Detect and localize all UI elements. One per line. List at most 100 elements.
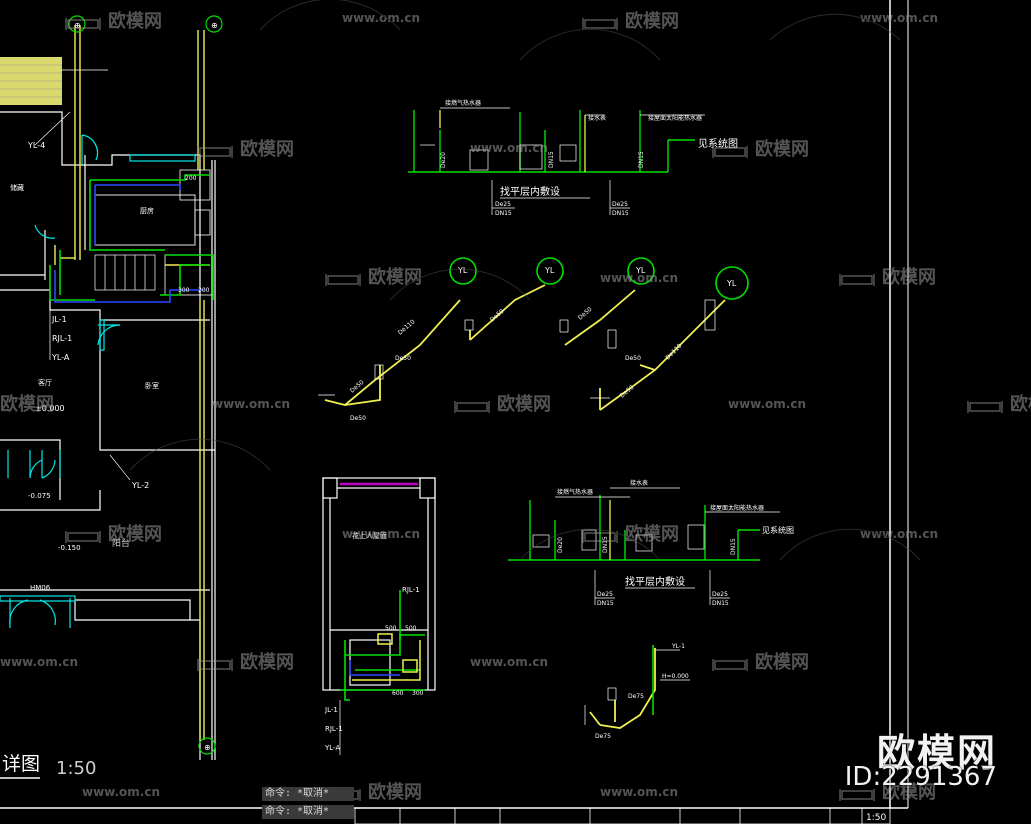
pipe-label: De25 [495, 201, 511, 208]
dimension-label: 500 [405, 625, 417, 632]
riser-tag: RJL-1 [52, 334, 72, 343]
riser-circle-icon [198, 737, 216, 755]
pipe-label: De20 [557, 537, 564, 553]
sofa-logo-icon [712, 146, 748, 158]
system-label: 见系统图 [698, 137, 738, 150]
system-label: 接燃气热水器 [557, 488, 593, 496]
watermark-url: www.om.cn [342, 527, 420, 541]
riser-tag: YL-2 [131, 481, 149, 490]
svg-text:YL: YL [457, 266, 468, 275]
system-label: 接屋面太阳能热水器 [710, 504, 764, 512]
title-block-scale: 1:50 [866, 813, 886, 823]
drawing-title: 详图 [2, 753, 40, 775]
system-label: 接水表 [588, 114, 606, 122]
dimension-label: 600 [392, 690, 404, 697]
watermark-url: www.om.cn [342, 11, 420, 25]
elevation-label: -0.075 [28, 492, 51, 500]
riser-tag: RJL-1 [402, 586, 420, 594]
watermark-url: www.om.cn [212, 397, 290, 411]
pipe-label: De75 [595, 733, 611, 740]
system-label: 接屋面太阳能热水器 [648, 114, 702, 122]
pipe-label: DN15 [730, 538, 737, 555]
riser-tag: JL-1 [51, 315, 67, 324]
watermark-brand: 欧模网 [882, 781, 936, 803]
sofa-logo-icon [839, 274, 875, 286]
room-label: 卧室 [145, 381, 159, 390]
dimension-label: 500 [385, 625, 397, 632]
command-history-line: 命令: *取消* [262, 805, 354, 819]
pipe-label: DN15 [548, 151, 555, 168]
svg-text:⊕: ⊕ [74, 21, 81, 30]
system-diagram-mid: 接燃气热水器 接水表 接屋面太阳能热水器 见系统图 找平层内敷设 De25 DN… [440, 151, 794, 607]
pipe-label: DN15 [597, 600, 614, 607]
sofa-logo-icon [65, 531, 101, 543]
system-label: 找平层内敷设 [625, 575, 685, 588]
watermark-url: www.om.cn [82, 785, 160, 799]
pipe-label: DN15 [712, 600, 729, 607]
sofa-logo-icon [454, 401, 490, 413]
elevation-label: ±0.000 [35, 404, 65, 413]
overlay-asset-id: ID:2291367 [844, 762, 997, 792]
watermark-brand: 欧模网 [755, 651, 809, 673]
riser-tag: YL-4 [27, 141, 45, 150]
riser-circle-icon [205, 15, 223, 33]
watermark-url: www.om.cn [470, 655, 548, 669]
watermark-brand: 欧模网 [625, 523, 679, 545]
dimension-label: 300 [412, 690, 424, 697]
riser-tag: YL-A [324, 744, 340, 752]
system-label: 接水表 [630, 479, 648, 487]
svg-text:⊕: ⊕ [204, 743, 211, 752]
sofa-logo-icon [967, 401, 1003, 413]
watermark-layer: 欧模网 欧模网 欧模网 欧模网 欧模网 欧模网 欧模网 欧模网 欧模网 欧模网 … [0, 0, 1031, 803]
riser-tag: YL-A [51, 353, 70, 362]
watermark-url: www.om.cn [860, 527, 938, 541]
pipe-label: De25 [712, 591, 728, 598]
pipe-label: De25 [597, 591, 613, 598]
pipe-label: De20 [440, 152, 447, 168]
pipe-label: YL-1 [671, 643, 685, 650]
svg-text:YL: YL [726, 279, 737, 288]
dimension-label: 200 [198, 287, 210, 294]
dimension-label: 300 [178, 287, 190, 294]
watermark-brand: 欧模网 [1010, 393, 1031, 415]
system-label: 接燃气热水器 [445, 99, 481, 107]
svg-text:YL: YL [544, 266, 555, 275]
drain-isometric-bottom: YL-1 H=0.000 De75 De75 [584, 643, 690, 740]
watermark-brand: 欧模网 [0, 393, 54, 415]
sofa-logo-icon [197, 659, 233, 671]
pipe-label: De50 [350, 415, 366, 422]
pipe-label: DN15 [495, 210, 512, 217]
command-history-line: 命令: *取消* [262, 787, 354, 801]
watermark-url: www.om.cn [728, 397, 806, 411]
door-tag: HM06 [30, 584, 51, 592]
pipe-label: DN15 [638, 151, 645, 168]
pipe-label: De75 [628, 693, 644, 700]
room-label: 阳台 [112, 537, 130, 549]
sofa-logo-icon [582, 18, 618, 30]
watermark-brand: 欧模网 [625, 10, 679, 32]
watermark-brand: 欧模网 [108, 523, 162, 545]
pipe-label: DN15 [602, 536, 609, 553]
sofa-logo-icon [839, 789, 875, 801]
sofa-logo-icon [325, 274, 361, 286]
pipe-label: De50 [625, 355, 641, 362]
svg-text:⊕: ⊕ [211, 21, 218, 30]
watermark-brand: 欧模网 [882, 266, 936, 288]
system-diagram-top: 接燃气热水器 接水表 接屋面太阳能热水器 见系统图 找平层内敷设 De25 DN… [408, 99, 738, 217]
pipe-label: De50 [577, 306, 594, 322]
watermark-brand: 欧模网 [240, 138, 294, 160]
riser-tag: JL-1 [324, 706, 338, 714]
svg-text:YL: YL [635, 266, 646, 275]
room-label: 储藏 [10, 183, 24, 192]
watermark-brand: 欧模网 [108, 10, 162, 32]
pipe-label: H=0.000 [662, 673, 689, 680]
system-label: 找平层内敷设 [500, 185, 560, 198]
riser-tag: RJL-1 [325, 725, 343, 733]
watermark-url: www.om.cn [0, 655, 78, 669]
dimension-label: 200 [185, 175, 197, 182]
sofa-logo-icon [65, 18, 101, 30]
watermark-url: www.om.cn [860, 11, 938, 25]
sofa-logo-icon [712, 659, 748, 671]
room-label: 厨房 [140, 206, 154, 215]
